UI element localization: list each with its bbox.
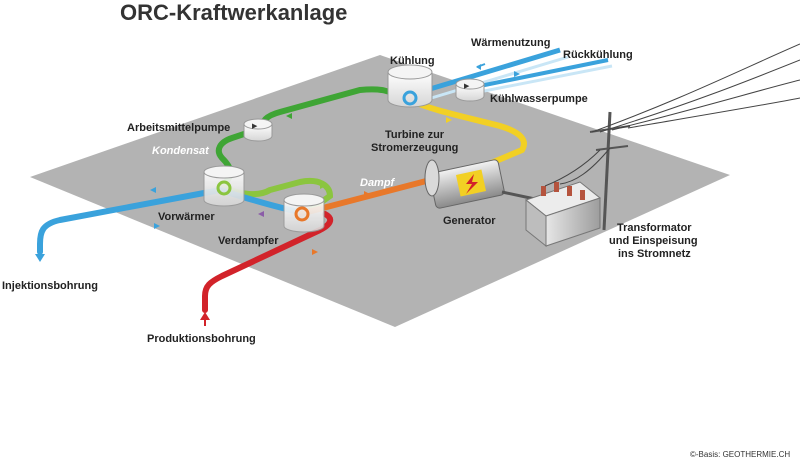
label-waermenutzung: Wärmenutzung	[471, 37, 550, 49]
production-pipe	[202, 211, 334, 313]
label-rueckkuehlung: Rückkühlung	[563, 49, 633, 61]
label-generator: Generator	[443, 215, 496, 227]
arrow-icon	[446, 117, 452, 123]
cooling-lines	[409, 47, 613, 104]
label-transformator-2: und Einspeisung	[609, 235, 698, 247]
arrow-icon	[154, 223, 160, 229]
label-transformator-1: Transformator	[617, 222, 692, 234]
arrow-icon	[514, 71, 520, 77]
label-turbine-2: Stromerzeugung	[371, 142, 458, 154]
evaporator	[283, 193, 325, 233]
label-produktionsbohrung: Produktionsbohrung	[147, 333, 256, 345]
working-fluid-pump: ▶	[243, 118, 273, 142]
arrow-icon	[258, 211, 264, 217]
arrow-icon	[286, 113, 292, 119]
arrow-up-icon	[200, 312, 210, 320]
cooling-unit	[387, 64, 433, 108]
arrow-icon	[150, 187, 156, 193]
page-title: ORC-Kraftwerkanlage	[120, 0, 347, 25]
label-arbeitsmittelpumpe: Arbeitsmittelpumpe	[127, 122, 230, 134]
arrow-icon	[312, 249, 318, 255]
label-turbine-1: Turbine zur	[385, 129, 445, 141]
lightning-icon	[466, 174, 478, 194]
label-vorwaermer: Vorwärmer	[158, 211, 215, 223]
copyright-text: ©-Basis: GEOTHERMIE.CH	[690, 450, 790, 459]
power-pole	[544, 43, 800, 231]
cooling-water-pump: ▶	[455, 78, 485, 102]
generator	[424, 159, 536, 209]
label-transformator-3: ins Stromnetz	[618, 248, 691, 260]
arrow-down-icon	[35, 254, 45, 262]
arrow-icon	[320, 183, 326, 189]
preheater	[203, 165, 245, 207]
label-kuehlwasserpumpe: Kühlwasserpumpe	[490, 93, 588, 105]
turbine-out-pipe	[407, 97, 527, 175]
flow-arrows	[35, 63, 520, 326]
label-dampf: Dampf	[360, 177, 396, 189]
pump-icon: ▶	[464, 83, 470, 90]
arrow-icon	[364, 191, 370, 197]
label-verdampfer: Verdampfer	[218, 235, 279, 247]
label-kondensat: Kondensat	[152, 145, 210, 157]
label-kuehlung: Kühlung	[390, 55, 435, 67]
transformer	[524, 181, 602, 248]
pump-icon: ▶	[252, 123, 258, 130]
label-injektionsbohrung: Injektionsbohrung	[2, 280, 98, 292]
